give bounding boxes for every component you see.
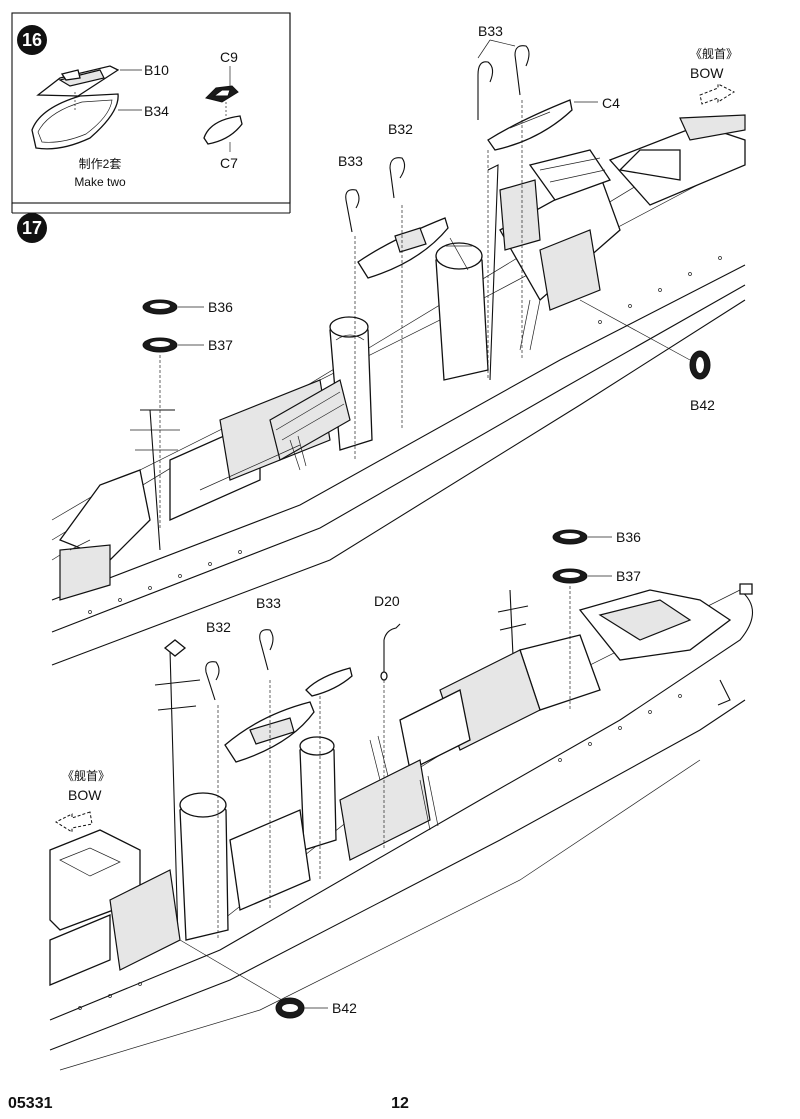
part-b36-raft-bottom xyxy=(552,529,588,545)
part-b33-davits-left xyxy=(345,157,406,233)
top-bow-zh: 《舰首》 xyxy=(690,47,738,61)
bottom-hull-side xyxy=(49,699,746,1051)
part-b36-raft-top xyxy=(142,299,178,315)
part-b33-davits-bottom xyxy=(205,629,274,701)
label-bottom-b36: B36 xyxy=(616,529,641,545)
label-bottom-b32: B32 xyxy=(206,619,231,635)
step-16-number: 16 xyxy=(22,30,42,50)
bottom-aft-funnel xyxy=(179,792,229,941)
part-b33-davits-top xyxy=(477,45,530,120)
top-hull-side xyxy=(51,284,746,633)
bottom-aft-deckhouse xyxy=(49,829,181,986)
label-c9: C9 xyxy=(220,49,238,65)
label-top-b36: B36 xyxy=(208,299,233,315)
part-c4-boat xyxy=(487,99,573,151)
label-top-b33-left: B33 xyxy=(338,153,363,169)
top-forward-turret xyxy=(608,114,746,206)
top-portholes xyxy=(88,256,722,614)
bottom-bow-en: BOW xyxy=(68,787,102,803)
part-b32-boat-top xyxy=(357,217,449,279)
top-hull-deck-edge xyxy=(51,264,746,601)
label-c7: C7 xyxy=(220,155,238,171)
label-top-b32: B32 xyxy=(388,121,413,137)
bottom-bow-arrow-icon xyxy=(54,811,93,833)
label-bottom-b33: B33 xyxy=(256,595,281,611)
bottom-bridge xyxy=(399,634,601,771)
part-b37-raft-bottom xyxy=(552,568,588,584)
bottom-aft-mast xyxy=(154,649,201,941)
bottom-ship-view: B32 B33 D20 B36 B37 xyxy=(49,529,753,1071)
bottom-hull-deck-edge xyxy=(49,589,753,1021)
step-17-badge: 17 xyxy=(17,213,47,243)
part-b42-raft-top xyxy=(689,350,711,380)
top-bridge xyxy=(499,149,621,311)
label-bottom-b42: B42 xyxy=(332,1000,357,1016)
bottom-portholes xyxy=(78,694,682,1010)
top-forward-funnel xyxy=(435,237,489,381)
top-ship-view: B33 C4 B33 B32 B36 B37 xyxy=(51,23,746,666)
label-b10: B10 xyxy=(144,62,169,78)
label-top-b33-upper: B33 xyxy=(478,23,503,39)
label-bottom-b37: B37 xyxy=(616,568,641,584)
footer-page-number: 12 xyxy=(391,1095,409,1112)
top-foremast xyxy=(487,164,499,381)
top-aft-mast xyxy=(140,409,175,551)
step-16-note-en: Make two xyxy=(74,175,126,189)
label-top-b42: B42 xyxy=(690,397,715,413)
step-17-number: 17 xyxy=(22,218,42,238)
label-top-c4: C4 xyxy=(602,95,620,111)
bottom-forward-turret xyxy=(578,583,753,661)
label-b34: B34 xyxy=(144,103,169,119)
step-16-note-zh: 制作2套 xyxy=(79,157,122,171)
top-bow-arrow-icon xyxy=(699,83,736,105)
top-hull-waterline xyxy=(51,299,746,666)
part-b32-boat-bottom xyxy=(224,701,315,763)
label-top-b37: B37 xyxy=(208,337,233,353)
part-b37-raft-top xyxy=(142,337,178,353)
bottom-forward-funnel xyxy=(299,736,337,851)
bottom-small-boat xyxy=(305,667,353,697)
step-16-panel: 16 B10 B34 制作2套 Make two C9 xyxy=(11,12,291,204)
bottom-bow-zh: 《舰首》 xyxy=(62,769,110,783)
label-bottom-d20: D20 xyxy=(374,593,400,609)
top-bow-en: BOW xyxy=(690,65,724,81)
footer-code: 05331 xyxy=(8,1095,53,1112)
part-c9 xyxy=(205,85,239,103)
part-b42-raft-bottom xyxy=(275,997,305,1019)
part-c7 xyxy=(203,115,243,145)
part-d20 xyxy=(380,623,401,681)
step-16-badge: 16 xyxy=(17,25,47,55)
part-b10-boat xyxy=(36,65,120,97)
part-b34-hull xyxy=(31,93,119,150)
